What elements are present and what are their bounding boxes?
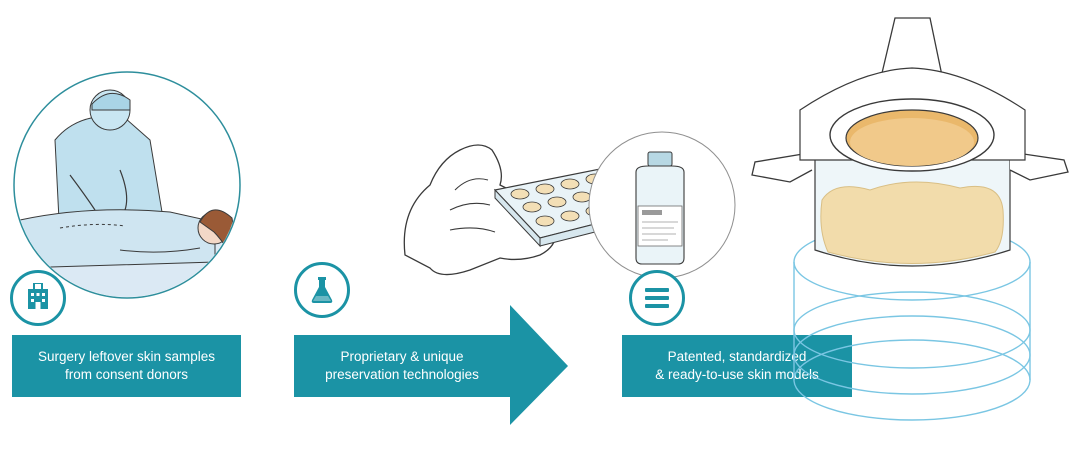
step-1-line-2: from consent donors: [64, 367, 189, 382]
step-2-line-2: preservation technologies: [325, 367, 479, 382]
step-1-line-1: Surgery leftover skin samples: [37, 349, 216, 364]
step-3-line-2: & ready-to-use skin models: [655, 367, 819, 382]
flask-icon: [294, 262, 350, 318]
hospital-icon: [10, 270, 66, 326]
step-3-label: Patented, standardized & ready-to-use sk…: [622, 335, 852, 397]
step-1-label: Surgery leftover skin samples from conse…: [12, 335, 241, 397]
step-3-line-1: Patented, standardized: [667, 349, 807, 364]
menu-lines-icon: [629, 270, 685, 326]
step-2-label: Proprietary & unique preservation techno…: [294, 335, 510, 397]
step-2-line-1: Proprietary & unique: [340, 349, 464, 364]
